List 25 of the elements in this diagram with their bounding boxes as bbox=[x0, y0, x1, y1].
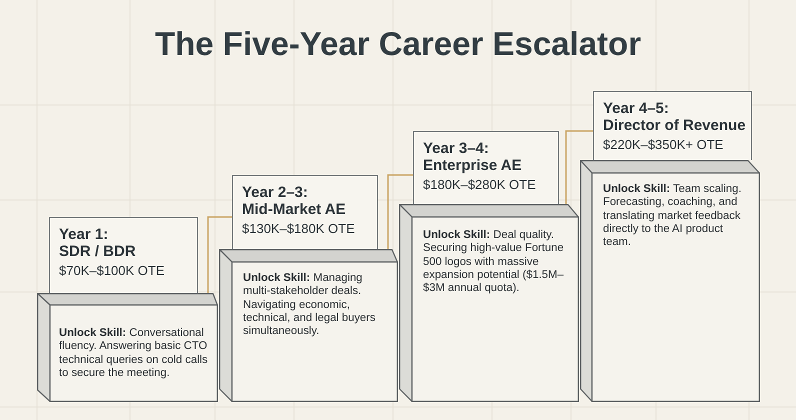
skill-description: Unlock Skill: Conversational fluency. Answering basic CTO technical queries on cold calls to secure the meeting. bbox=[59, 327, 209, 380]
step-card bbox=[49, 217, 198, 293]
year-label: Year 1: bbox=[59, 226, 108, 243]
connector-line bbox=[565, 130, 593, 204]
role-title: SDR / BDR bbox=[59, 243, 136, 260]
diagram-title: The Five-Year Career Escalator bbox=[154, 27, 642, 61]
step-block bbox=[37, 293, 218, 402]
salary-range: $130K–$180K OTE bbox=[242, 221, 355, 237]
step-card bbox=[593, 91, 752, 160]
salary-range: $180K–$280K OTE bbox=[423, 177, 536, 193]
salary-range: $220K–$350K+ OTE bbox=[603, 137, 724, 153]
skill-description: Unlock Skill: Managing multi-stakeholder deals. Navigating economic, technical, and legal buyers simultaneously. bbox=[243, 272, 376, 338]
connector-line bbox=[387, 174, 413, 249]
role-title: Mid-Market AE bbox=[242, 201, 346, 218]
salary-range: $70K–$100K OTE bbox=[59, 263, 165, 279]
year-label: Year 4–5: bbox=[603, 100, 669, 117]
role-title: Enterprise AE bbox=[423, 157, 522, 174]
skill-description: Unlock Skill: Deal quality. Securing high-value Fortune 500 logos with massive expansion potential ($1.5M–$3M annual quota). bbox=[423, 229, 565, 296]
connector-line bbox=[207, 216, 232, 293]
role-title: Director of Revenue bbox=[603, 117, 746, 134]
year-label: Year 3–4: bbox=[423, 140, 489, 157]
year-label: Year 2–3: bbox=[242, 184, 308, 201]
step-card bbox=[232, 175, 378, 249]
skill-description: Unlock Skill: Team scaling. Forecasting, coaching, and translating market feedback directly to the AI product team. bbox=[603, 183, 742, 250]
step-card bbox=[413, 131, 559, 204]
